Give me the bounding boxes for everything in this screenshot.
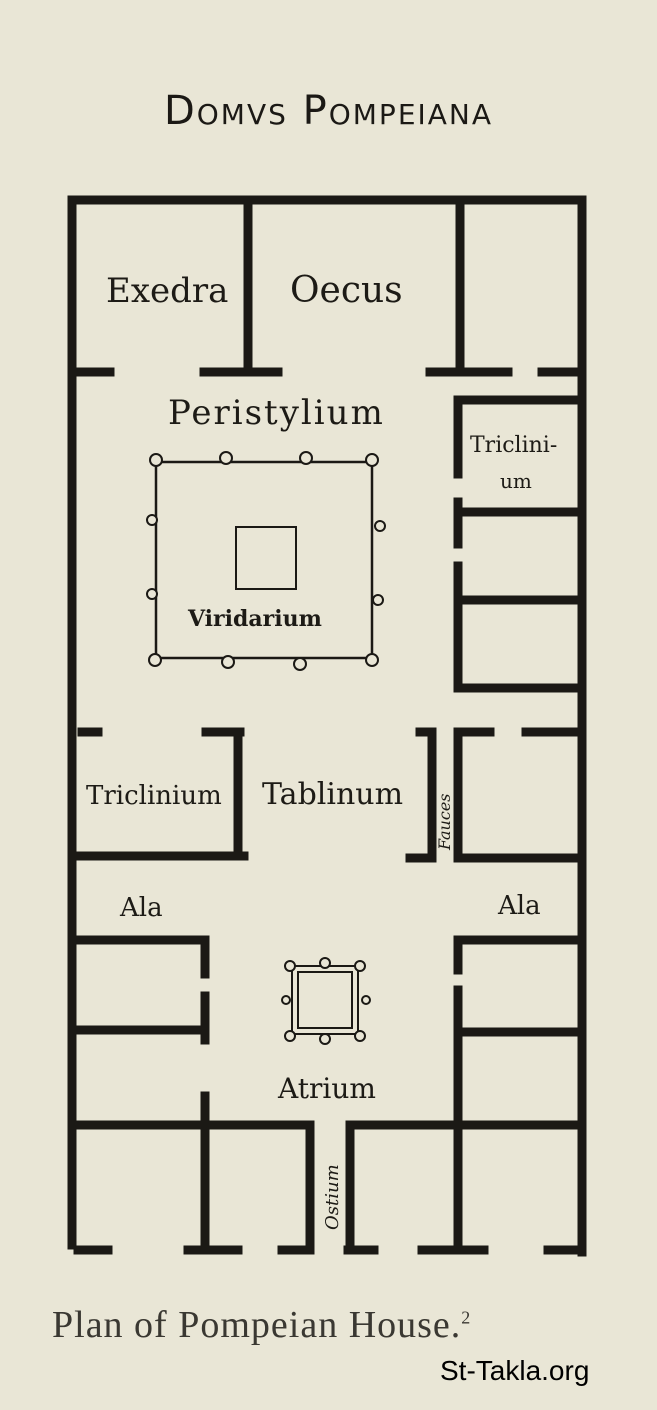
peristyle: [146, 451, 386, 671]
exedra-oecus-wall: [199, 199, 283, 377]
outer-wall: [67, 195, 587, 1257]
watermark: St-Takla.org: [440, 1355, 590, 1386]
label-triclinium-left: Triclinium: [86, 781, 222, 811]
figure-caption: Plan of Pompeian House.2: [52, 1303, 471, 1347]
right-ala-rooms: [345, 935, 583, 1253]
label-atrium: Atrium: [277, 1072, 376, 1105]
label-peristylium: Peristylium: [168, 393, 385, 433]
label-ala-left: Ala: [119, 893, 163, 923]
walls: [67, 195, 587, 1257]
caption-text: Plan of Pompeian House.: [52, 1304, 462, 1346]
label-ostium: Ostium: [322, 1164, 343, 1230]
fauces-wall: [405, 727, 437, 863]
impluvium: [281, 957, 371, 1045]
label-viridarium: Viridarium: [187, 606, 322, 632]
label-triclinium-right-line2: um: [500, 469, 532, 493]
label-oecus: Oecus: [290, 270, 403, 311]
right-rooms-wall: [453, 395, 583, 693]
viridarium-basin: [235, 526, 297, 590]
plan-title: Domvs Pompeiana: [163, 88, 494, 134]
peristyle-columns: [146, 451, 386, 671]
caption-footnote: 2: [461, 1307, 472, 1328]
label-tablinum: Tablinum: [262, 777, 403, 812]
label-fauces: Fauces: [435, 794, 454, 852]
right-middle-room: [453, 727, 583, 863]
label-ala-right: Ala: [497, 891, 541, 921]
label-triclinium-right-line1: Triclini-: [470, 433, 557, 458]
oecus-right-wall: [425, 199, 513, 377]
triclinium-wall: [71, 727, 249, 861]
left-ala-rooms: [71, 935, 315, 1253]
colonnade-outline: [154, 460, 374, 660]
label-exedra: Exedra: [106, 271, 228, 311]
